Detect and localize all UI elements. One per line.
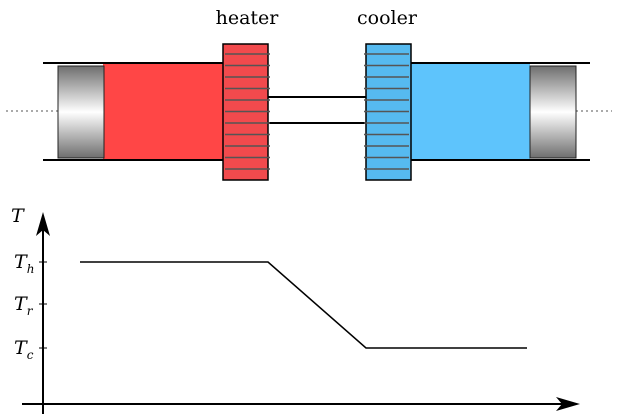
y-axis-arrowhead (36, 212, 50, 236)
temperature-profile-line (80, 261, 527, 349)
heater-fins (225, 53, 270, 170)
cooler-label: cooler (357, 7, 418, 29)
x-axis-arrowhead (556, 397, 580, 411)
heater-block (222, 43, 270, 181)
tick-label-th: Th (14, 251, 34, 276)
left-piston (57, 65, 105, 159)
temperature-graph: T Th Tr Tc (11, 205, 580, 414)
cold-chamber (410, 63, 530, 160)
tick-label-tr: Tr (14, 293, 34, 318)
cooler-block (364, 43, 412, 181)
tick-label-tc: Tc (14, 337, 34, 362)
hot-chamber (103, 63, 223, 160)
y-axis-symbol: T (11, 205, 25, 227)
engine-schematic: heater cooler (6, 7, 612, 181)
heater-label: heater (216, 7, 280, 29)
right-piston (529, 65, 577, 159)
cooler-fins (364, 53, 409, 170)
connecting-pipe (268, 97, 366, 123)
